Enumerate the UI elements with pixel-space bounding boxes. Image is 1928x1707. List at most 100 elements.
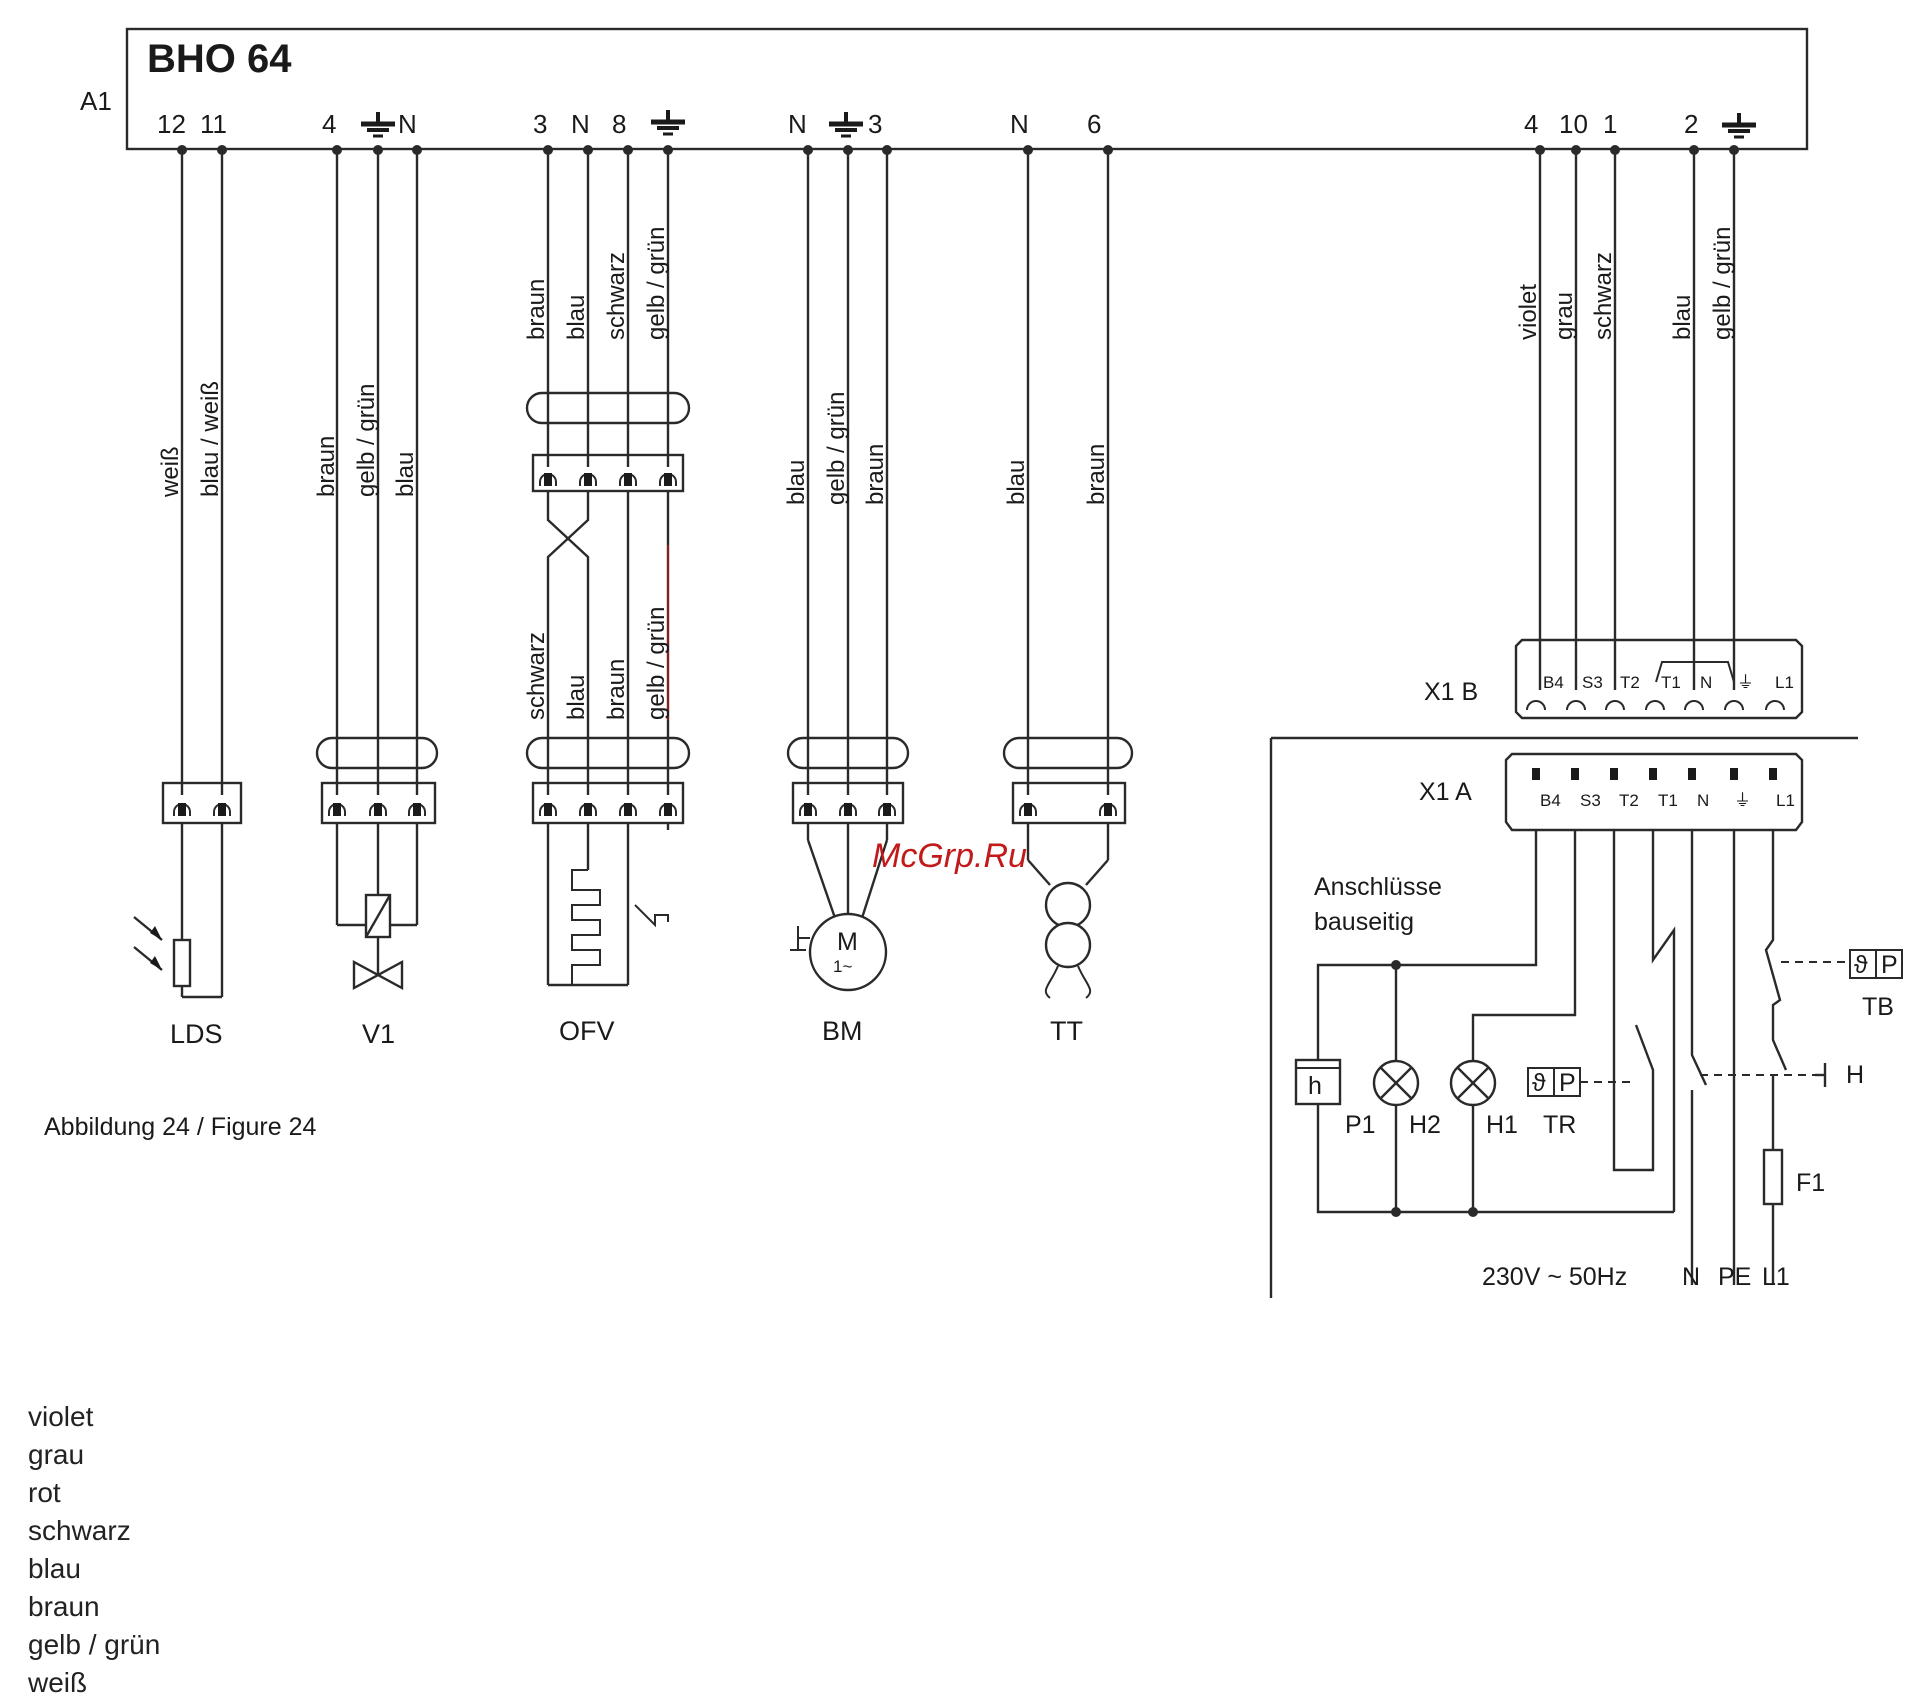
watermark-text: McGrp.Ru: [872, 837, 1027, 875]
x1b-connector: X1 B B4 S3 T2 T1 N ⏚ L1: [1424, 673, 1794, 711]
component-label-tt: TT: [1050, 1016, 1083, 1046]
pressure-symbol: P: [1881, 951, 1898, 979]
wire-label: grau: [1551, 292, 1578, 340]
legend-item: grau: [28, 1439, 85, 1470]
legend-item: braun: [28, 1591, 100, 1622]
terminal-n-tt: N: [1010, 109, 1029, 139]
wire-label: braun: [1083, 444, 1110, 505]
supply-line-pe: PE: [1718, 1263, 1751, 1291]
x1b-wiring: [1514, 145, 1804, 720]
supply-voltage-label: 230V ~ 50Hz: [1482, 1263, 1627, 1291]
device-label-h1: H1: [1486, 1111, 1518, 1139]
component-labels: LDS V1 OFV BM TT: [170, 1016, 1083, 1049]
x1a-connector: X1 A B4 S3 T2 T1 N ⏚ L1: [1419, 752, 1804, 832]
device-label-p1: P1: [1345, 1111, 1376, 1139]
x1a-pin-label: T2: [1619, 791, 1639, 810]
wire-label: blau / weiß: [197, 381, 224, 497]
component-label-lds: LDS: [170, 1019, 223, 1049]
site-wiring: h: [1294, 830, 1903, 1285]
component-label-v1: V1: [362, 1019, 395, 1049]
device-label-h: H: [1846, 1061, 1864, 1089]
terminal-n-bm: N: [788, 109, 807, 139]
wire-label: gelb / grün: [1709, 227, 1736, 340]
terminal-3-bm: 3: [868, 109, 882, 139]
wire-label: blau: [783, 460, 810, 505]
wire-label: weiß: [157, 446, 184, 498]
motor-symbol: M: [837, 928, 858, 956]
wire-label: braun: [313, 436, 340, 497]
device-a1-block: A1 BHO 64: [80, 27, 1809, 151]
x1b-pin-label: L1: [1775, 673, 1794, 692]
x1b-pin-label: N: [1700, 673, 1712, 692]
theta-symbol: ϑ: [1532, 1069, 1546, 1097]
x1b-pin-label: T1: [1661, 673, 1681, 692]
terminal-10-right: 10: [1559, 109, 1588, 139]
device-ref-label: A1: [80, 86, 112, 116]
site-connections-label: bauseitig: [1314, 908, 1414, 936]
legend-item: violet: [28, 1401, 94, 1432]
field-device-labels: P1 H2 H1 TR TB H F1: [1345, 993, 1894, 1197]
terminal-12: 12: [157, 109, 186, 139]
terminal-labels: 12 11 4 N 3 N 8 N 3 N 6 4 10 1 2: [157, 109, 1756, 139]
device-label-tr: TR: [1543, 1111, 1576, 1139]
supply-line-l1: L1: [1762, 1263, 1790, 1291]
x1a-pin-label: B4: [1540, 791, 1561, 810]
terminal-6-tt: 6: [1087, 109, 1101, 139]
x1a-pin-label: ⏚: [1734, 791, 1751, 810]
tt-circuit: [1002, 145, 1134, 999]
wire-label: schwarz: [603, 252, 630, 340]
x1a-pin-label: T1: [1658, 791, 1678, 810]
x1b-pin-label: T2: [1620, 673, 1640, 692]
wire-label: blau: [392, 452, 419, 497]
wire-label: braun: [603, 659, 630, 720]
wire-label: gelb / grün: [353, 384, 380, 497]
legend-item: schwarz: [28, 1515, 131, 1546]
earth-icon: [361, 112, 395, 136]
earth-icon: [651, 110, 685, 134]
terminal-4-right: 4: [1524, 109, 1538, 139]
wire-label: gelb / grün: [643, 607, 670, 720]
v1-circuit: [315, 145, 439, 991]
motor-phase: 1~: [833, 957, 852, 976]
wire-label: violet: [1515, 284, 1542, 340]
x1b-pin-label: S3: [1582, 673, 1603, 692]
bm-circuit: [786, 145, 910, 992]
device-label-h2: H2: [1409, 1111, 1441, 1139]
legend-item: gelb / grün: [28, 1629, 161, 1660]
terminal-1-right: 1: [1603, 109, 1617, 139]
legend-item: blau: [28, 1553, 81, 1584]
wire-label: blau: [563, 295, 590, 340]
hour-counter-symbol: h: [1308, 1072, 1322, 1100]
terminal-n-ofv: N: [571, 109, 590, 139]
terminal-11: 11: [200, 109, 227, 139]
wire-label: blau: [1669, 295, 1696, 340]
terminal-2-right: 2: [1684, 109, 1698, 139]
device-label-f1: F1: [1796, 1169, 1825, 1197]
earth-icon: [829, 112, 863, 136]
terminal-4-v1: 4: [322, 109, 336, 139]
wire-label: gelb / grün: [823, 392, 850, 505]
legend-item: weiß: [28, 1667, 88, 1698]
wire-label: blau: [1003, 460, 1030, 505]
lds-circuit: [133, 145, 243, 999]
wire-label: schwarz: [523, 632, 550, 720]
site-connections-label: Anschlüsse: [1314, 873, 1442, 901]
earth-icon: [1722, 113, 1756, 137]
terminal-8-ofv: 8: [612, 109, 626, 139]
wire-label: blau: [563, 675, 590, 720]
component-label-ofv: OFV: [559, 1016, 615, 1046]
device-name: BHO 64: [147, 37, 292, 81]
wire-label: gelb / grün: [643, 227, 670, 340]
color-legend: violet grau rot schwarz blau braun gelb …: [28, 1398, 218, 1702]
x1b-pin-label: ⏚: [1737, 673, 1754, 692]
ofv-circuit: [525, 145, 691, 987]
legend-item: rot: [28, 1477, 61, 1508]
component-label-bm: BM: [822, 1016, 863, 1046]
wire-label: braun: [862, 444, 889, 505]
x1b-label: X1 B: [1424, 678, 1478, 706]
theta-symbol: ϑ: [1854, 951, 1868, 979]
terminal-3-ofv: 3: [533, 109, 547, 139]
supply-line-n: N: [1682, 1263, 1700, 1291]
pressure-symbol: P: [1559, 1069, 1576, 1097]
